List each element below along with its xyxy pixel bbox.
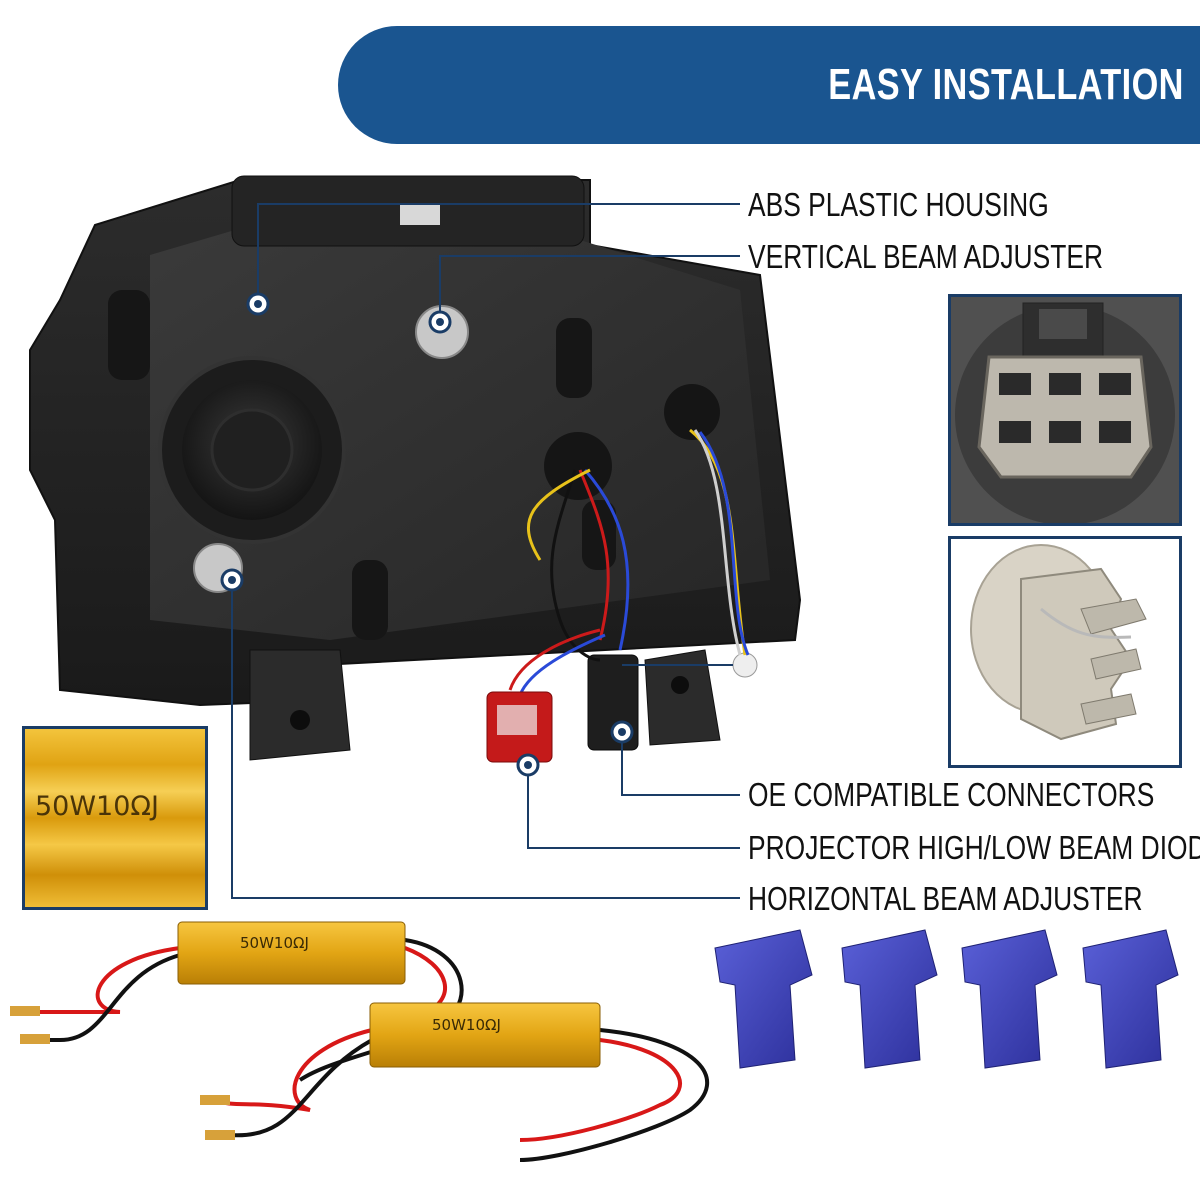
callout-oe-compatible-connectors: OE COMPATIBLE CONNECTORS (748, 776, 1155, 813)
callout-horizontal-beam-adjuster: HORIZONTAL BEAM ADJUSTER (748, 880, 1143, 917)
banner-title: EASY INSTALLATION (828, 60, 1184, 109)
callout-vertical-beam-adjuster: VERTICAL BEAM ADJUSTER (748, 238, 1104, 275)
wire-taps (714, 929, 1179, 1069)
resistor-closeup-marking: 50W10ΩJ (35, 791, 160, 822)
callout-abs-plastic-housing: ABS PLASTIC HOUSING (748, 186, 1049, 223)
callout-dots (220, 292, 634, 777)
load-resistors (10, 921, 710, 1162)
callout-lines (231, 203, 740, 899)
bulb-socket-icon (970, 544, 1147, 741)
resistor-1-marking: 50W10ΩJ (240, 934, 309, 952)
resistor-closeup-inset: 50W10ΩJ (22, 726, 208, 910)
wiring-harness (508, 428, 750, 696)
diode-module (486, 691, 553, 763)
connector-plug-icon (955, 302, 1175, 523)
connector-closeup-inset (948, 294, 1182, 526)
headlight-housing (29, 175, 802, 761)
callout-projector-diode: PROJECTOR HIGH/LOW BEAM DIODE (748, 829, 1200, 866)
socket-closeup-inset (948, 536, 1182, 768)
header-banner: EASY INSTALLATION (338, 26, 1200, 144)
resistor-2-marking: 50W10ΩJ (432, 1016, 501, 1034)
